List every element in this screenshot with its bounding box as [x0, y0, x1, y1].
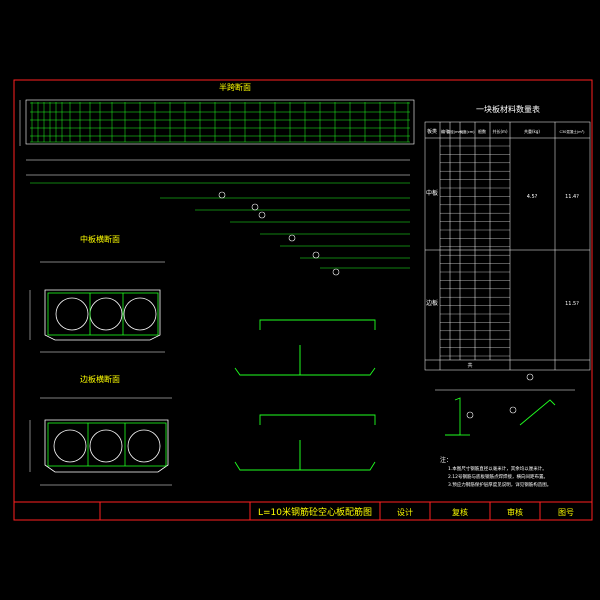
table-total-label: 共	[467, 362, 472, 369]
callout-circle	[509, 406, 517, 414]
drawing-number-label: 图号	[558, 508, 574, 517]
edge-section-drawing	[29, 397, 172, 486]
bent-rebar-details	[435, 389, 575, 436]
check-label: 复核	[452, 507, 468, 517]
table-header-count: 根数	[478, 128, 486, 134]
material-table	[424, 121, 591, 371]
notes-line: 3.预应力钢筋保护层厚度见说明，详见钢筋构造图。	[448, 481, 551, 488]
callout-circle	[526, 373, 534, 381]
table-header-length: 长度(cm)	[459, 129, 475, 134]
table-header-diameter: 直径(mm)	[447, 129, 464, 134]
edge-concrete: 11.5?	[565, 301, 579, 307]
table-header-total-length: 共长(m)	[492, 128, 507, 134]
drawing-frame	[13, 79, 593, 521]
table-header-concrete: C30混凝土(m³)	[560, 129, 586, 134]
notes-line: 2.12号钢筋与底板钢筋点焊焊接，横向间距布置。	[448, 473, 548, 480]
elevation-rebar-grid	[30, 102, 410, 143]
elevation-outline	[25, 99, 415, 145]
mid-section-drawing	[29, 261, 165, 353]
half-elevation-title: 半跨断面	[219, 82, 251, 92]
rebar-detail-lower	[234, 414, 376, 471]
mid-concrete: 11.4?	[565, 194, 579, 200]
table-header-total-weight: 共重(kg)	[524, 128, 540, 134]
table-title: 一块板材料数量表	[476, 104, 540, 114]
table-header-no: 编号	[441, 128, 449, 134]
table-row-lines	[440, 145, 510, 357]
mid-total-weight: 4.5?	[527, 194, 538, 200]
elevation-stirrups	[31, 102, 409, 142]
rebar-callout-circles	[218, 191, 340, 276]
rebar-detail-upper	[234, 319, 376, 376]
design-label: 设计	[397, 507, 413, 517]
review-label: 审核	[507, 507, 523, 517]
rebar-callouts	[30, 182, 410, 269]
notes-heading: 注：	[440, 456, 452, 464]
mid-section-title: 中板横断面	[80, 234, 120, 244]
edge-section-title: 边板横断面	[80, 374, 120, 384]
callout-circle	[466, 411, 474, 419]
table-group-mid: 中板	[426, 189, 438, 197]
drawing-title: L=10米钢筋砼空心板配筋图	[258, 506, 372, 518]
table-header-plate: 板类	[427, 128, 437, 135]
notes-line: 1.本图尺寸钢筋直径以毫米计，其余均以厘米计。	[448, 465, 547, 472]
table-group-edge: 边板	[426, 299, 438, 307]
